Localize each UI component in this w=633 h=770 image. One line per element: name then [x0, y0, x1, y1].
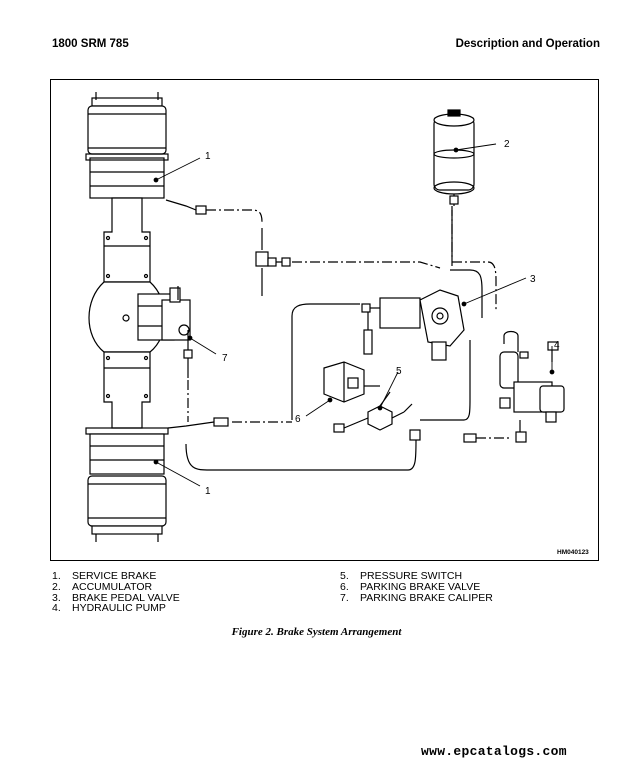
callout-6: 6	[295, 414, 301, 425]
watermark-link[interactable]: www.epcatalogs.com	[421, 744, 567, 759]
drive-axle	[85, 92, 175, 542]
legend-number: 1.	[52, 570, 61, 582]
legend-label: SERVICE BRAKE	[72, 570, 157, 582]
figure-frame	[50, 79, 599, 561]
legend-item: 7. PARKING BRAKE CALIPER	[340, 591, 493, 604]
page-header-left: 1800 SRM 785	[52, 38, 129, 50]
legend-label: PARKING BRAKE VALVE	[360, 580, 481, 593]
legend-label: PRESSURE SWITCH	[360, 570, 463, 582]
parking-brake-valve	[323, 361, 380, 403]
legend-left: 1. SERVICE BRAKE 2. ACCUMULATOR 3. BRAKE…	[52, 571, 180, 614]
figure-code: HM040123	[557, 549, 589, 556]
legend-label: PARKING BRAKE CALIPER	[360, 591, 493, 604]
parking-brake-caliper	[161, 286, 191, 350]
callout-1-top: 1	[205, 151, 211, 162]
legend-number: 7.	[340, 591, 349, 604]
brake-lines	[165, 199, 483, 471]
callout-1-bottom: 1	[205, 486, 211, 497]
legend-item: 6. PARKING BRAKE VALVE	[340, 580, 493, 593]
figure-caption: Figure 2. Brake System Arrangement	[231, 626, 402, 638]
hydraulic-pump	[499, 330, 565, 443]
legend-number: 3.	[52, 591, 61, 604]
legend-number: 5.	[340, 570, 349, 582]
callout-4: 4	[554, 340, 560, 351]
legend-label: HYDRAULIC PUMP	[72, 602, 166, 615]
legend-label: ACCUMULATOR	[72, 580, 153, 593]
legend-item: 2. ACCUMULATOR	[52, 580, 180, 593]
callout-3: 3	[530, 274, 536, 285]
legend-right: 5. PRESSURE SWITCH 6. PARKING BRAKE VALV…	[340, 571, 493, 603]
legend-number: 2.	[52, 580, 61, 593]
page-header-right: Description and Operation	[455, 38, 600, 50]
legend-item: 1. SERVICE BRAKE	[52, 571, 180, 582]
brake-pedal-valve	[361, 289, 465, 361]
legend-item: 4. HYDRAULIC PUMP	[52, 603, 180, 614]
legend-number: 4.	[52, 602, 61, 615]
callout-5: 5	[396, 366, 402, 377]
legend-item: 3. BRAKE PEDAL VALVE	[52, 591, 180, 604]
accumulator	[433, 109, 475, 206]
hydraulic-routing	[187, 206, 512, 439]
legend-label: BRAKE PEDAL VALVE	[72, 591, 180, 604]
callout-2: 2	[504, 139, 510, 150]
legend-item: 5. PRESSURE SWITCH	[340, 571, 493, 582]
legend-number: 6.	[340, 580, 349, 593]
callout-7: 7	[222, 353, 228, 364]
